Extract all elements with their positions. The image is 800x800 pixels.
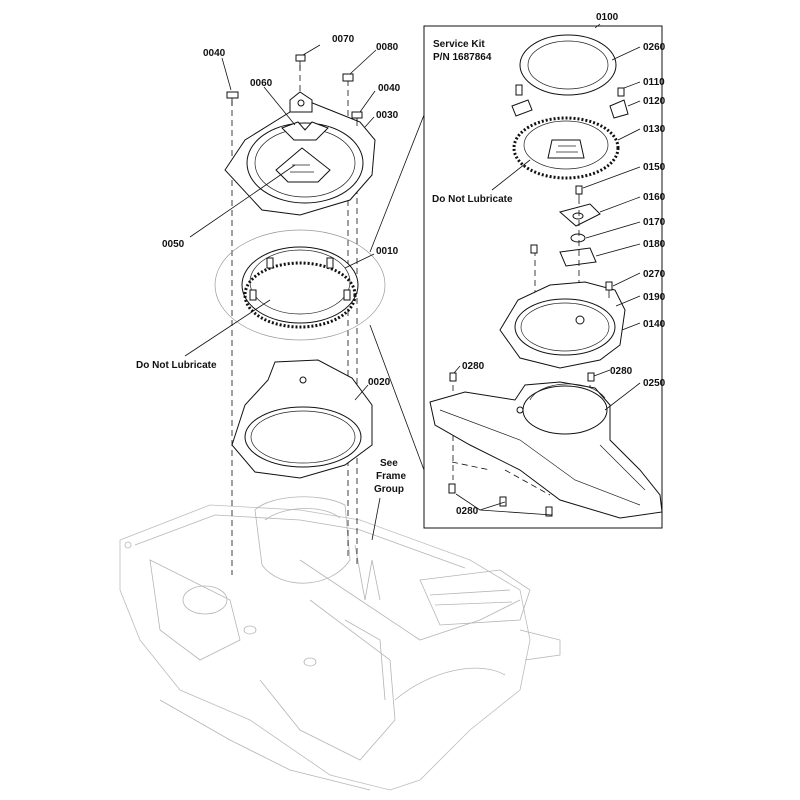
callout-0270: 0270 (643, 269, 666, 280)
chute-gear-ring (214, 229, 386, 341)
chute-mounting-plate (231, 359, 373, 479)
notes: Service Kit P/N 1687864 Do Not Lubricate… (136, 39, 513, 495)
top-ring-0260 (519, 34, 617, 96)
callout-labels: 0040 0070 0080 0060 0040 0030 0050 0010 … (162, 12, 666, 517)
upper-chute-bearing-housing (224, 91, 376, 216)
bolt-0270 (530, 244, 613, 298)
callout-0260: 0260 (643, 42, 666, 53)
callout-0190: 0190 (643, 292, 666, 303)
callout-0280-right: 0280 (610, 366, 633, 377)
discharge-chute-0250 (429, 372, 663, 519)
service-kit-title: Service Kit (433, 39, 485, 50)
callout-0080: 0080 (376, 42, 399, 53)
center-stack (558, 185, 601, 267)
frame-assembly-ghost (119, 496, 561, 791)
callout-0040-left: 0040 (203, 48, 226, 59)
callout-0250: 0250 (643, 378, 666, 389)
see-frame-line-3: Group (374, 484, 404, 495)
small-clips (511, 84, 629, 119)
callout-0110: 0110 (643, 77, 665, 88)
left-hardware (226, 54, 363, 126)
gear-ring-0130 (512, 116, 620, 180)
inner-bearing-part (275, 147, 331, 183)
callout-0140: 0140 (643, 319, 666, 330)
do-not-lubricate-right: Do Not Lubricate (432, 194, 513, 205)
callout-0180: 0180 (643, 239, 666, 250)
see-frame-line-1: See (380, 458, 398, 469)
callout-0170: 0170 (643, 217, 666, 228)
base-plate-0140 (499, 281, 626, 369)
callout-0120: 0120 (643, 96, 666, 107)
callout-0150: 0150 (643, 162, 666, 173)
service-kit-detail-box (369, 23, 663, 529)
callout-0280-left: 0280 (462, 361, 485, 372)
callout-0010: 0010 (376, 246, 399, 257)
service-kit-part-number: P/N 1687864 (433, 52, 492, 63)
callout-0100: 0100 (596, 12, 619, 23)
right-leader-lines (453, 46, 641, 516)
callout-0130: 0130 (643, 124, 666, 135)
see-frame-line-2: Frame (376, 471, 406, 482)
callout-0060: 0060 (250, 78, 273, 89)
callout-0070: 0070 (332, 34, 355, 45)
callout-0020: 0020 (368, 377, 391, 388)
callout-0160: 0160 (643, 192, 666, 203)
chute-retainer-clip (281, 121, 329, 141)
callout-0030: 0030 (376, 110, 399, 121)
callout-0050: 0050 (162, 239, 185, 250)
callout-0040-right: 0040 (378, 83, 401, 94)
callout-0280-bottom: 0280 (456, 506, 479, 517)
do-not-lubricate-left: Do Not Lubricate (136, 360, 217, 371)
left-leader-lines (184, 44, 377, 401)
see-frame-leader (371, 497, 381, 541)
